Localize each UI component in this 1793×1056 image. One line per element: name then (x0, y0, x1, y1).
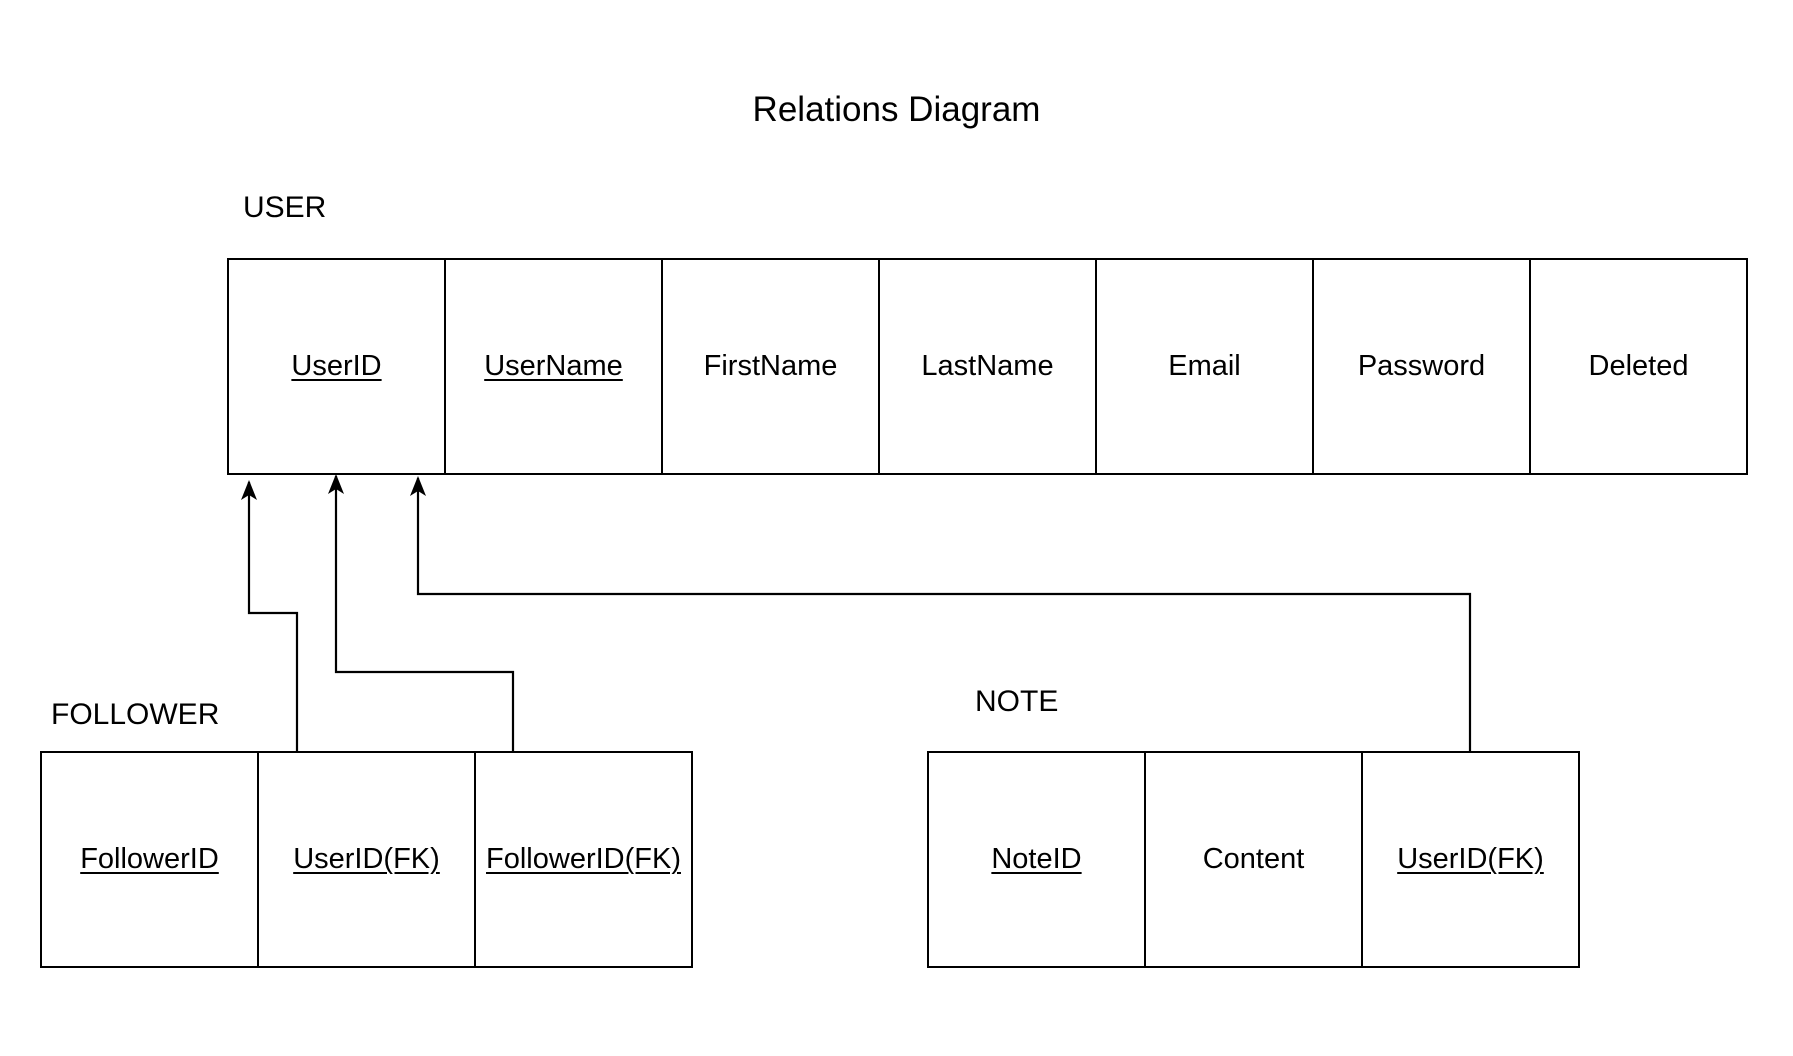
link-follower-userid-to-user (247, 482, 299, 751)
entity-table-note: NoteID Content UserID(FK) (927, 751, 1580, 968)
attr-user-userid: UserID (229, 258, 446, 475)
attr-user-password-text: Password (1357, 350, 1486, 382)
attr-note-content: Content (1146, 751, 1363, 968)
entity-label-note: NOTE (975, 685, 1059, 718)
attr-user-userid-text: UserID (291, 350, 382, 382)
entity-table-follower: FollowerID UserID(FK) FollowerID(FK) (40, 751, 693, 968)
arrowhead-note-userid (410, 476, 426, 496)
attr-user-username: UserName (446, 258, 663, 475)
attr-user-password: Password (1314, 258, 1531, 475)
entity-label-user: USER (243, 191, 327, 224)
attr-user-lastname: LastName (880, 258, 1097, 475)
attr-user-email-text: Email (1168, 350, 1241, 382)
attr-follower-followerid-text: FollowerID (80, 843, 219, 875)
attr-follower-userid-fk: UserID(FK) (259, 751, 476, 968)
attr-user-deleted-text: Deleted (1588, 350, 1689, 382)
arrowhead-follower-userid (241, 480, 257, 500)
entity-label-follower: FOLLOWER (51, 698, 220, 731)
attr-user-email: Email (1097, 258, 1314, 475)
attr-user-deleted: Deleted (1531, 258, 1748, 475)
link-follower-followerid-to-user (334, 476, 515, 751)
attr-note-noteid: NoteID (929, 751, 1146, 968)
attr-note-userid-fk: UserID(FK) (1363, 751, 1580, 968)
attr-user-lastname-text: LastName (921, 350, 1054, 382)
attr-note-userid-fk-text: UserID(FK) (1397, 843, 1544, 875)
entity-table-user: UserID UserName FirstName LastName Email… (227, 258, 1748, 475)
arrowhead-follower-followerid (328, 474, 344, 494)
attr-follower-followerid-fk-text: FollowerID(FK) (486, 843, 681, 875)
attr-user-firstname: FirstName (663, 258, 880, 475)
attr-follower-followerid-fk: FollowerID(FK) (476, 751, 693, 968)
attr-user-firstname-text: FirstName (703, 350, 838, 382)
attr-note-noteid-text: NoteID (991, 843, 1082, 875)
attr-note-content-text: Content (1202, 843, 1305, 875)
attr-follower-followerid: FollowerID (42, 751, 259, 968)
attr-follower-userid-fk-text: UserID(FK) (293, 843, 440, 875)
attr-user-username-text: UserName (484, 350, 623, 382)
link-note-userid-to-user (416, 478, 1472, 751)
diagram-title: Relations Diagram (752, 90, 1041, 129)
